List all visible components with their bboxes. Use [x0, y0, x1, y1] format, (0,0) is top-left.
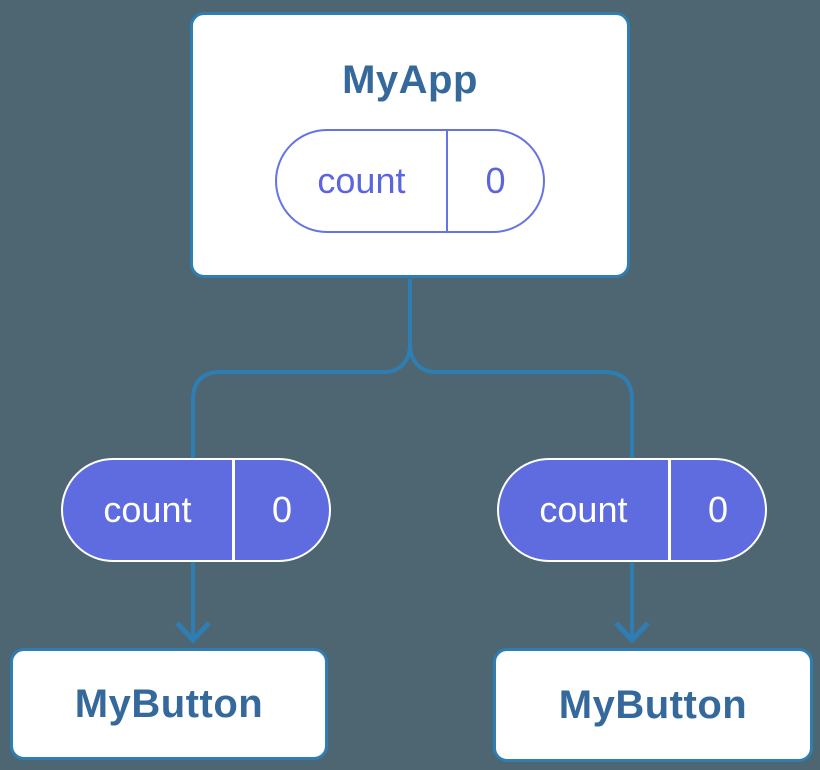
state-name: count	[317, 160, 406, 201]
arrow-down-icon	[614, 621, 650, 644]
root-component-title: MyApp	[342, 58, 478, 102]
prop-name: count	[103, 489, 192, 530]
prop-value: 0	[667, 460, 765, 560]
child-component-card: MyButton	[493, 648, 813, 762]
root-component-card: MyApp count 0	[190, 12, 630, 278]
connector-right-branch	[408, 279, 634, 636]
child-component-title: MyButton	[558, 683, 748, 727]
child-component-title: MyButton	[74, 682, 264, 726]
arrow-down-icon	[175, 621, 211, 644]
connector-left-branch	[191, 279, 412, 636]
child-component-card: MyButton	[10, 648, 328, 760]
state-pill: count 0	[275, 129, 545, 233]
prop-name: count	[539, 489, 628, 530]
prop-pill: count 0	[497, 458, 767, 562]
prop-value: 0	[231, 460, 329, 560]
prop-pill: count 0	[61, 458, 331, 562]
state-value: 0	[445, 131, 543, 231]
